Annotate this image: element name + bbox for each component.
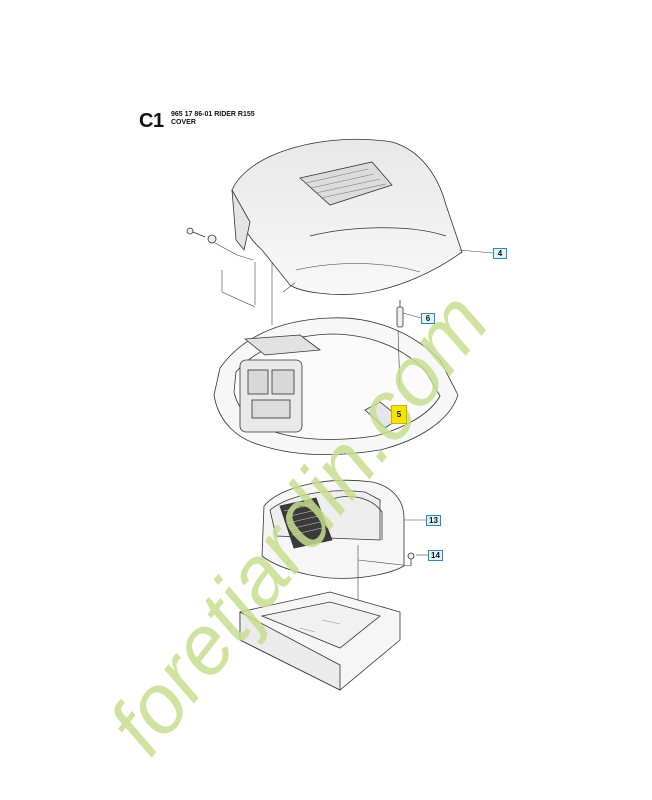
leader-lines bbox=[214, 242, 494, 325]
clip-part bbox=[396, 300, 404, 328]
section-code: C1 bbox=[139, 110, 164, 132]
callout-5[interactable]: 5 bbox=[391, 405, 407, 424]
hood-cover-part bbox=[231, 138, 463, 295]
callout-14[interactable]: 14 bbox=[428, 550, 443, 561]
callout-4[interactable]: 4 bbox=[493, 248, 507, 259]
bottom-tray-part bbox=[239, 591, 401, 691]
callout-13[interactable]: 13 bbox=[426, 515, 441, 526]
part-number-title: 965 17 86-01 RIDER R155 bbox=[171, 111, 255, 118]
assembly-name: COVER bbox=[171, 119, 196, 126]
screw-part bbox=[407, 552, 415, 566]
hood-bolt bbox=[186, 227, 217, 244]
callout-6[interactable]: 6 bbox=[421, 313, 435, 324]
leader-lines-lower bbox=[357, 329, 428, 640]
console-part bbox=[261, 479, 405, 579]
